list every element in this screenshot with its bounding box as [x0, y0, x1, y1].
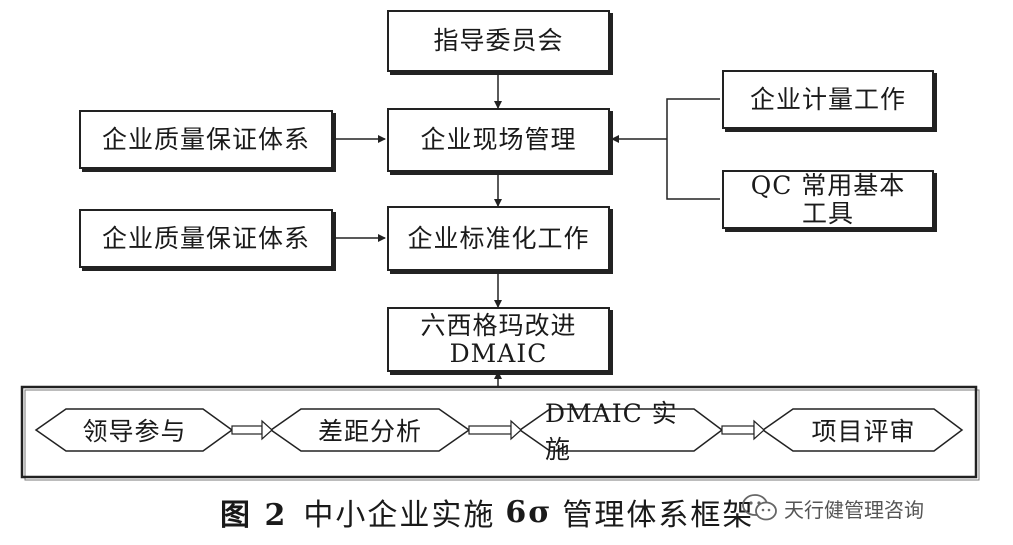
process-step-4-label: 项目评审 [811, 417, 916, 446]
box-qc-tools-line1: QC 常用基本 [750, 170, 906, 200]
box-metrology-label: 企业计量工作 [749, 84, 906, 114]
process-step-2: 差距分析 [301, 409, 439, 451]
box-qa-system-2-label: 企业质量保证体系 [101, 223, 310, 253]
double-arrow-2 [468, 419, 522, 441]
box-standardization: 企业标准化工作 [387, 206, 610, 271]
box-six-sigma-line2: DMAIC [449, 338, 548, 368]
process-step-1: 领导参与 [66, 409, 203, 451]
box-site-management-label: 企业现场管理 [420, 125, 577, 154]
figure-number: 图 2 [220, 498, 288, 533]
figure-caption: 图 2 中小企业实施 6σ 管理体系框架 [212, 489, 754, 535]
box-qc-tools: QC 常用基本 工具 [722, 170, 934, 229]
process-step-3: DMAIC 实施 [545, 399, 699, 464]
double-arrow-3 [721, 419, 765, 441]
caption-text-after: 管理体系框架 [562, 498, 755, 533]
box-six-sigma-line1: 六西格玛改进 [420, 310, 577, 340]
wechat-icon [742, 494, 777, 521]
box-qa-system-1: 企业质量保证体系 [79, 110, 333, 169]
box-six-sigma-dmaic: 六西格玛改进 DMAIC [387, 307, 610, 372]
bracket-right [666, 98, 720, 200]
box-qa-system-2: 企业质量保证体系 [79, 209, 333, 268]
double-arrow-1 [231, 419, 273, 441]
watermark: 天行健管理咨询 [742, 486, 924, 530]
box-metrology: 企业计量工作 [722, 70, 934, 129]
caption-sigma: 6σ [505, 494, 553, 530]
process-step-4: 项目评审 [793, 409, 934, 451]
watermark-text: 天行健管理咨询 [784, 497, 924, 522]
process-step-1-label: 领导参与 [82, 417, 187, 446]
box-standardization-label: 企业标准化工作 [407, 223, 590, 253]
process-step-3-label: DMAIC 实施 [545, 399, 678, 464]
process-step-2-label: 差距分析 [317, 417, 422, 446]
box-site-management: 企业现场管理 [387, 108, 610, 172]
process-hexagon-4 [761, 408, 964, 452]
box-qc-tools-line2: 工具 [801, 198, 854, 228]
box-qa-system-1-label: 企业质量保证体系 [101, 124, 310, 154]
box-steering-committee-label: 指导委员会 [433, 26, 564, 55]
process-frame [20, 385, 978, 479]
box-steering-committee: 指导委员会 [387, 10, 610, 72]
caption-text-before: 中小企业实施 [303, 498, 496, 533]
